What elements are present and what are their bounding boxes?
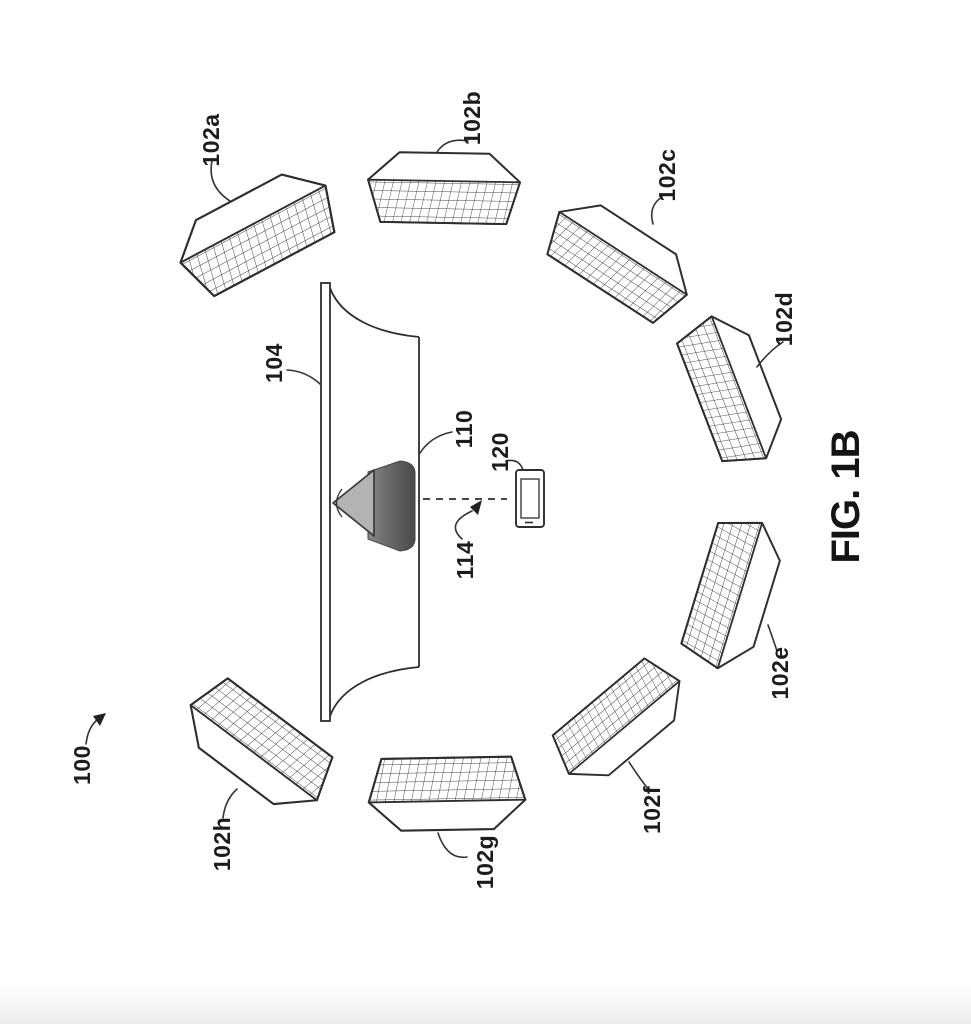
table-top-curve (329, 287, 420, 338)
arrowhead-114-icon (470, 500, 482, 515)
antenna-panel-102b (366, 150, 522, 226)
page-bottom-shadow (0, 982, 971, 1024)
label-102d: 102d (771, 292, 797, 346)
dut-block (367, 460, 416, 552)
antenna-panel-102f (542, 649, 698, 796)
leader-102c (650, 196, 663, 225)
leader-120 (505, 459, 524, 471)
table-bottom-curve (329, 666, 420, 717)
label-102c: 102c (654, 148, 680, 201)
label-102f: 102f (639, 786, 665, 834)
antenna-panel-102a (165, 157, 348, 304)
handheld-device (515, 469, 545, 528)
label-102g: 102g (472, 835, 498, 889)
leader-102f (628, 761, 649, 790)
antenna-panel-102c (535, 187, 704, 331)
dut-cone-mouth (335, 488, 343, 518)
dut-cone (332, 469, 375, 537)
label-102h: 102h (209, 817, 235, 871)
label-114: 114 (452, 541, 478, 580)
dut-horn (332, 460, 416, 552)
label-104: 104 (261, 343, 287, 383)
leader-lines (85, 139, 784, 859)
device-screen (520, 478, 540, 519)
label-120: 120 (487, 432, 513, 472)
label-102e: 102e (767, 646, 793, 699)
leader-102b (436, 139, 469, 153)
leader-102g (437, 832, 468, 859)
arrowheads (93, 500, 482, 726)
reference-labels: 102a 102b 102c 102d 102e 102f 102g 102h … (69, 91, 868, 889)
leader-102a (210, 160, 231, 202)
antenna-panel-102g (366, 755, 527, 833)
antenna-panel-ring (165, 150, 794, 833)
antenna-panel-102h (172, 669, 345, 825)
leader-102e (767, 624, 778, 652)
leader-114 (454, 510, 473, 540)
leader-102h (222, 788, 238, 819)
arrowhead-100-icon (93, 713, 106, 726)
screen-panel-edge (320, 282, 331, 722)
leader-110 (419, 431, 453, 454)
label-102b: 102b (459, 91, 485, 145)
screen-structure (320, 282, 420, 722)
label-110: 110 (451, 410, 477, 449)
label-100: 100 (69, 745, 95, 785)
leader-104 (286, 369, 321, 385)
leader-100 (85, 718, 99, 745)
figure-caption: FIG. 1B (824, 430, 868, 563)
leader-102d (756, 341, 784, 368)
label-102a: 102a (198, 113, 224, 166)
